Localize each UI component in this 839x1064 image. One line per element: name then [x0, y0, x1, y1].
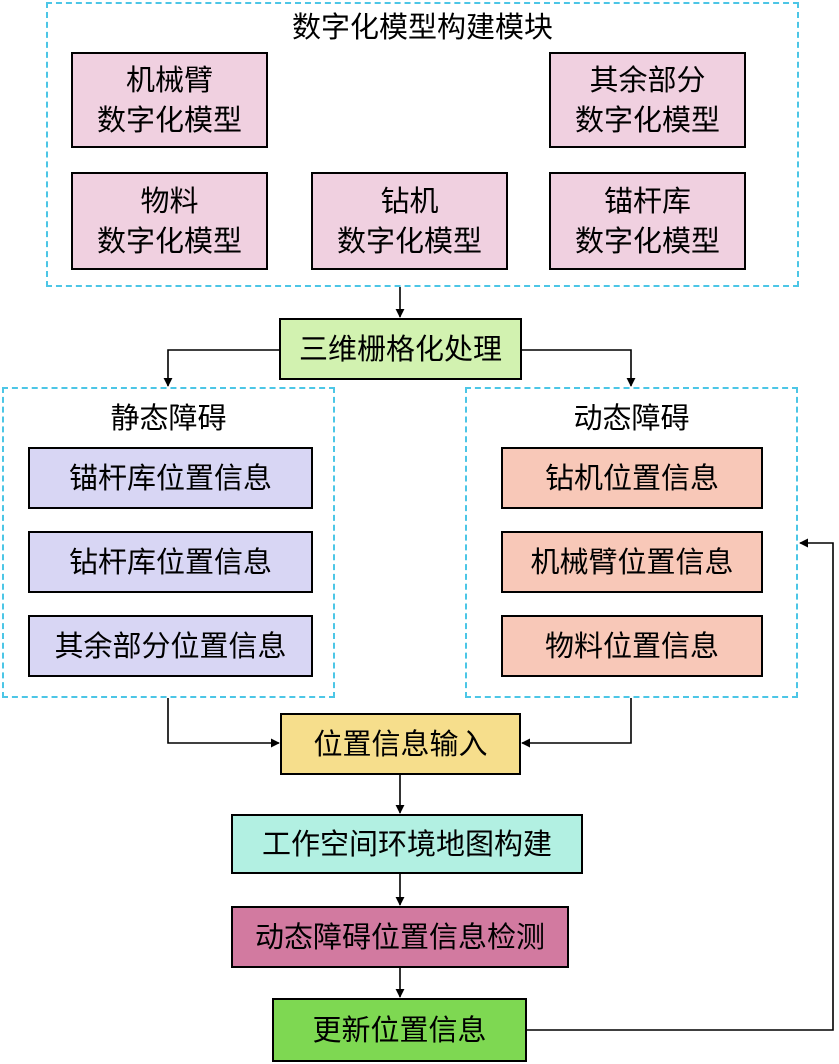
dynamic-obstacle-item: 物料位置信息: [501, 615, 763, 677]
dynamic-obstacles-group: 动态障碍: [465, 387, 798, 698]
static-obstacle-item: 锚杆库位置信息: [28, 447, 313, 509]
drill-model-line1: 钻机: [380, 184, 439, 218]
static-obstacle-item: 其余部分位置信息: [28, 615, 313, 677]
arrow-static-to-input: [167, 698, 280, 748]
static-obstacle-item: 钻杆库位置信息: [28, 531, 313, 593]
bolt-model-line2: 数字化模型: [574, 224, 720, 258]
material-model-line1: 物料: [140, 184, 199, 218]
rest-model-box: 其余部分 数字化模型: [549, 52, 746, 148]
arm-model-box: 机械臂 数字化模型: [71, 52, 268, 148]
drill-model-line2: 数字化模型: [336, 224, 482, 258]
position-input-box: 位置信息输入: [280, 713, 521, 775]
dynamic-obstacle-item: 机械臂位置信息: [501, 531, 763, 593]
dynamic-detect-box: 动态障碍位置信息检测: [231, 906, 569, 968]
model-module-title: 数字化模型构建模块: [291, 10, 553, 44]
arm-model-line2: 数字化模型: [96, 103, 242, 137]
arrow-dynamic-to-input: [521, 698, 632, 748]
grid-process-box: 三维栅格化处理: [279, 318, 522, 380]
static-obstacles-group: 静态障碍: [2, 387, 335, 698]
bolt-model-line1: 锚杆库: [603, 184, 691, 218]
arrow-grid-to-static: [163, 349, 279, 387]
map-build-box: 工作空间环境地图构建: [231, 814, 583, 874]
dynamic-obstacles-title: 动态障碍: [573, 401, 690, 435]
arrow-update-to-dynamic: [527, 538, 834, 1031]
material-model-box: 物料 数字化模型: [71, 172, 268, 270]
arrow-grid-to-dynamic: [522, 349, 636, 387]
arm-model-line1: 机械臂: [125, 63, 213, 97]
static-obstacles-title: 静态障碍: [110, 401, 227, 435]
bolt-model-box: 锚杆库 数字化模型: [549, 172, 746, 270]
material-model-line2: 数字化模型: [96, 224, 242, 258]
model-module-group: 数字化模型构建模块: [46, 2, 799, 287]
update-position-box: 更新位置信息: [272, 998, 527, 1062]
drill-model-box: 钻机 数字化模型: [311, 172, 508, 270]
rest-model-line2: 数字化模型: [574, 103, 720, 137]
dynamic-obstacle-item: 钻机位置信息: [501, 447, 763, 509]
rest-model-line1: 其余部分: [589, 63, 706, 97]
